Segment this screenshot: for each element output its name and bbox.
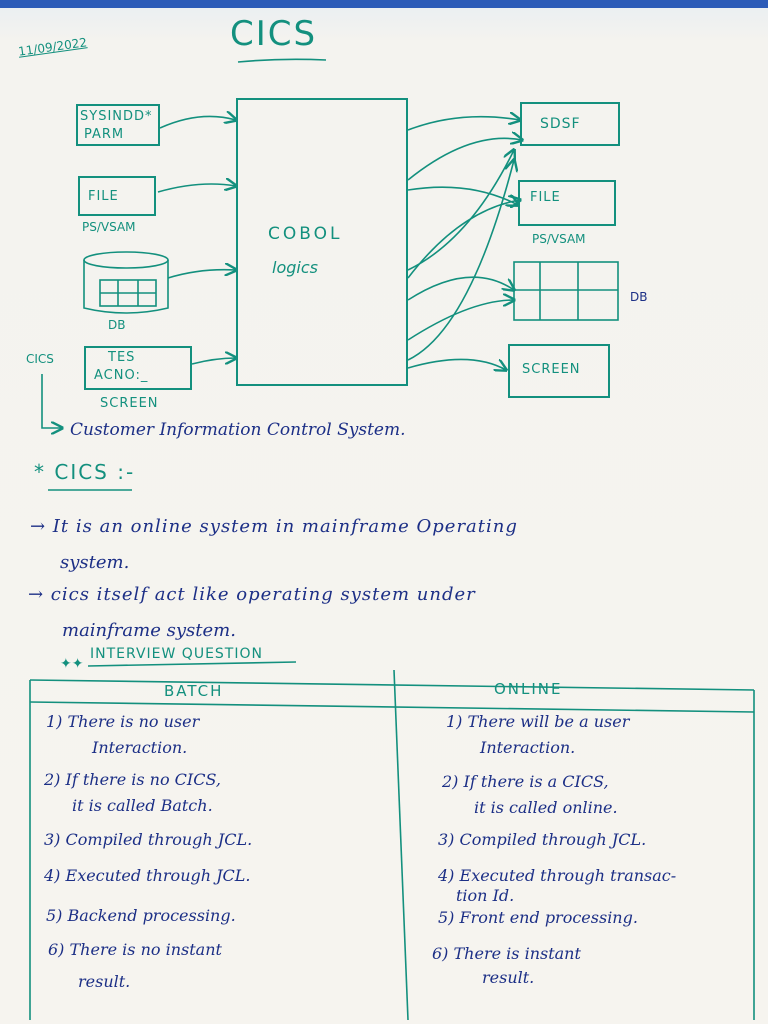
input-screen-box: TES ACNO:_ <box>84 346 192 390</box>
page-edge <box>0 0 768 8</box>
sysin-label: SYSINDD* <box>80 109 153 124</box>
input-screen-sub: SCREEN <box>100 396 159 411</box>
batch-item-5: 5) Backend processing. <box>46 906 236 925</box>
screen-line1: TES <box>108 350 136 365</box>
batch-item-3: 3) Compiled through JCL. <box>44 830 253 849</box>
sysin-box: SYSINDD* PARM <box>76 104 160 146</box>
note-line-2: system. <box>60 552 130 573</box>
cics-side-label: CICS <box>26 352 54 366</box>
table-header-batch: BATCH <box>164 682 224 700</box>
online-item-6-cont: result. <box>482 968 535 987</box>
section-heading: * CICS :- <box>34 460 136 484</box>
cobol-logic-box: COBOL logics <box>236 98 408 386</box>
online-item-5: 5) Front end processing. <box>438 908 638 927</box>
note-line-1: → It is an online system in mainframe Op… <box>30 516 518 537</box>
parm-label: PARM <box>84 127 125 142</box>
output-screen-box: SCREEN <box>508 344 610 398</box>
logics-label: logics <box>272 258 318 277</box>
batch-item-2-cont: it is called Batch. <box>72 796 213 815</box>
batch-item-1: 1) There is no user <box>46 712 200 731</box>
input-file-box: FILE <box>78 176 156 216</box>
batch-item-6: 6) There is no instant <box>48 940 222 959</box>
online-item-1-cont: Interaction. <box>480 738 576 757</box>
note-line-3: → cics itself act like operating system … <box>28 584 476 605</box>
screen-line2: ACNO:_ <box>94 368 149 383</box>
online-item-2-cont: it is called online. <box>474 798 618 817</box>
output-file-label: FILE <box>530 190 561 205</box>
input-file-sub: PS/VSAM <box>82 220 136 234</box>
online-item-2: 2) If there is a CICS, <box>442 772 609 791</box>
input-file-label: FILE <box>88 189 119 204</box>
output-file-sub: PS/VSAM <box>532 232 586 246</box>
online-item-1: 1) There will be a user <box>446 712 630 731</box>
sdsf-label: SDSF <box>540 116 581 132</box>
page-title: CICS <box>230 14 318 54</box>
output-file-box: FILE <box>518 180 616 226</box>
batch-item-6-cont: result. <box>78 972 131 991</box>
batch-item-4: 4) Executed through JCL. <box>44 866 251 885</box>
output-screen-label: SCREEN <box>522 362 581 377</box>
note-line-4: mainframe system. <box>62 620 236 641</box>
online-item-3: 3) Compiled through JCL. <box>438 830 647 849</box>
batch-item-1-cont: Interaction. <box>92 738 188 757</box>
online-item-4-cont: tion Id. <box>456 886 515 905</box>
cobol-label: COBOL <box>268 224 343 244</box>
output-db-label: DB <box>630 290 648 304</box>
svg-text:✦✦: ✦✦ <box>60 656 84 672</box>
online-item-4: 4) Executed through transac- <box>438 866 677 885</box>
online-item-6: 6) There is instant <box>432 944 581 963</box>
input-db-label: DB <box>108 318 126 332</box>
batch-item-2: 2) If there is no CICS, <box>44 770 221 789</box>
sdsf-box: SDSF <box>520 102 620 146</box>
interview-heading: INTERVIEW QUESTION <box>90 646 263 662</box>
table-header-online: ONLINE <box>494 680 563 698</box>
cics-expansion: Customer Information Control System. <box>70 420 406 440</box>
